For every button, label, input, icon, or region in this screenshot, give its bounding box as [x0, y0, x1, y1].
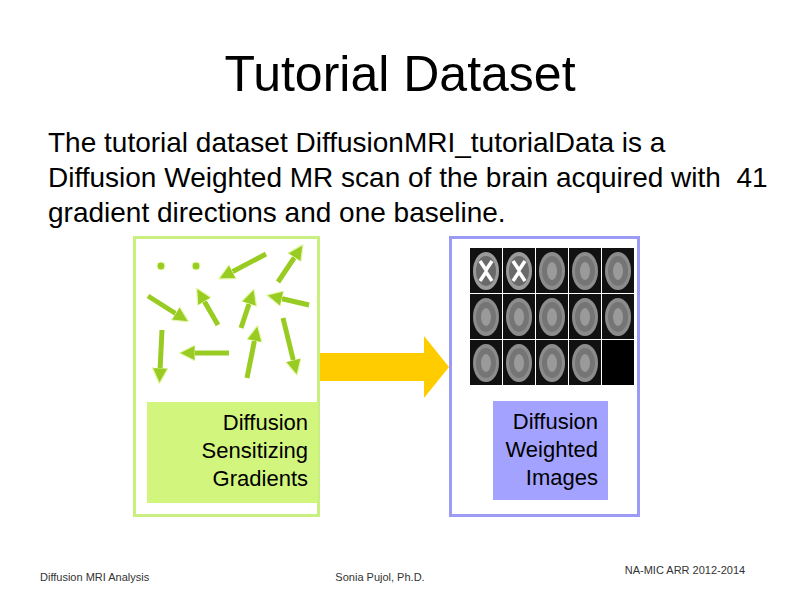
block-arrow [320, 336, 449, 398]
dwi-grid [470, 248, 634, 385]
frame-box: Diffusion Weighted Images [449, 236, 640, 517]
footer-author: Sonia Pujol, Ph.D. [300, 570, 460, 584]
gradient-arrow [278, 255, 296, 282]
brain-slice [602, 248, 634, 293]
empty-slice [602, 340, 634, 385]
gradient-arrow [148, 296, 178, 315]
brain-slice [470, 294, 502, 339]
gradient-dot [192, 262, 200, 270]
brain-slice [470, 248, 502, 293]
footer-text: Diffusion MRI Analysis [40, 570, 240, 584]
brain-slice [569, 340, 601, 385]
gradient-arrow [247, 338, 255, 378]
brain-slice [602, 294, 634, 339]
footer-text: NA-MIC ARR 2012-2014 [590, 563, 780, 577]
brain-slice [503, 340, 535, 385]
slide-title: Tutorial Dataset [0, 44, 800, 104]
brain-slice [503, 294, 535, 339]
brain-slice [569, 248, 601, 293]
brain-slice [536, 340, 568, 385]
brain-slice [536, 294, 568, 339]
caption-box: Diffusion Weighted Images [493, 401, 608, 500]
gradient-arrow [241, 301, 250, 328]
brain-slice [536, 248, 568, 293]
gradient-arrow [160, 330, 162, 371]
caption-box: Diffusion Sensitizing Gradients [147, 402, 318, 503]
gradient-arrows [148, 254, 309, 378]
description-text: The tutorial dataset DiffusionMRI_tutori… [48, 125, 778, 230]
brain-slice [569, 294, 601, 339]
brain-slice [503, 248, 535, 293]
gradient-dot [157, 262, 165, 270]
gradient-arrow [230, 254, 266, 273]
gradient-arrow [283, 318, 294, 363]
brain-slice [470, 340, 502, 385]
gradient-arrow [279, 298, 309, 305]
gradient-arrow [203, 299, 218, 325]
frame-box: Diffusion Sensitizing Gradients [133, 236, 320, 517]
gradient-arrow [192, 351, 229, 356]
